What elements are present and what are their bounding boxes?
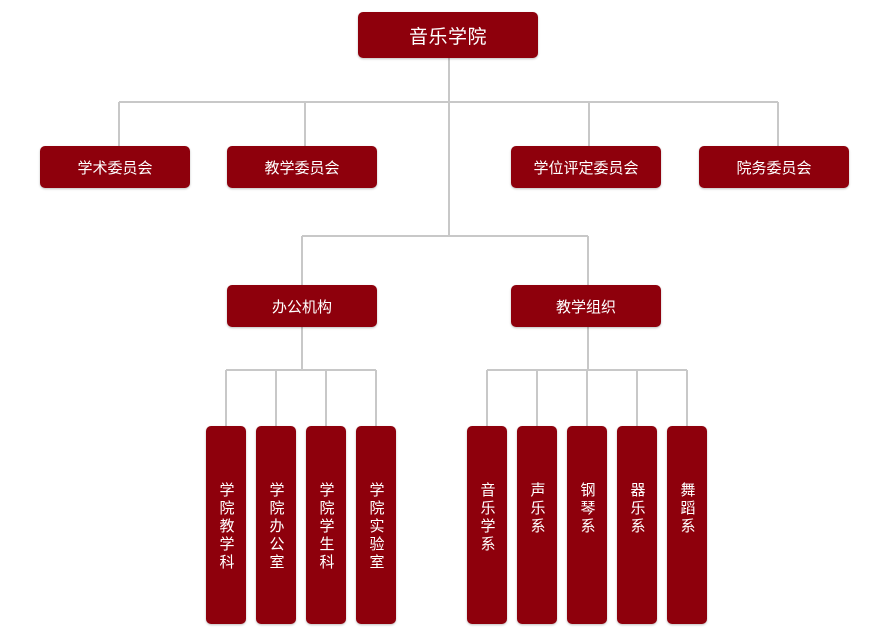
branch-node-teaching-org: 教学组织 [511, 285, 661, 327]
branch-node-office: 办公机构 [227, 285, 377, 327]
department-label: 钢琴系 [578, 482, 597, 536]
office-node: 学院教学科 [206, 426, 246, 624]
department-label: 器乐系 [628, 482, 647, 536]
department-node: 钢琴系 [567, 426, 607, 624]
office-node: 学院实验室 [356, 426, 396, 624]
department-node: 声乐系 [517, 426, 557, 624]
committee-node-degree: 学位评定委员会 [511, 146, 661, 188]
branch-label: 办公机构 [271, 297, 332, 316]
office-label: 学院实验室 [367, 482, 386, 572]
committee-label: 学位评定委员会 [533, 158, 639, 177]
department-node: 器乐系 [617, 426, 657, 624]
root-node: 音乐学院 [358, 12, 538, 58]
committee-node-teaching: 教学委员会 [227, 146, 377, 188]
office-label: 学院办公室 [267, 482, 286, 572]
office-node: 学院办公室 [256, 426, 296, 624]
department-node: 音乐学系 [467, 426, 507, 624]
department-label: 声乐系 [528, 482, 547, 536]
root-label: 音乐学院 [408, 25, 487, 48]
office-label: 学院学生科 [317, 482, 336, 572]
department-node: 舞蹈系 [667, 426, 707, 624]
committee-label: 教学委员会 [264, 158, 340, 177]
department-label: 音乐学系 [478, 482, 497, 554]
branch-label: 教学组织 [555, 297, 616, 316]
department-label: 舞蹈系 [678, 482, 697, 536]
committee-label: 学术委员会 [77, 158, 153, 177]
committee-label: 院务委员会 [736, 158, 812, 177]
committee-node-academic: 学术委员会 [40, 146, 190, 188]
office-label: 学院教学科 [217, 482, 236, 572]
committee-node-affairs: 院务委员会 [699, 146, 849, 188]
office-node: 学院学生科 [306, 426, 346, 624]
